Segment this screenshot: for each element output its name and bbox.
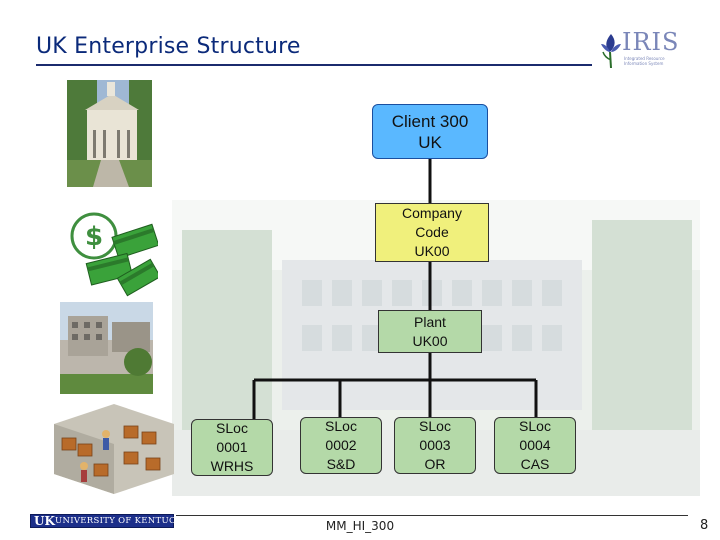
client-node-line1: Client 300 xyxy=(391,111,469,131)
storage-location-node-0002: SLoc 0002 S&D xyxy=(300,417,382,474)
sloc-node-line3: S&D xyxy=(326,456,356,472)
title-underline xyxy=(36,64,592,66)
building-photo xyxy=(67,80,152,187)
warehouse-icon xyxy=(54,404,174,494)
slide-title: UK Enterprise Structure xyxy=(36,34,301,59)
sloc-node-line2: 0002 xyxy=(325,437,357,453)
storage-location-node-0003: SLoc 0003 OR xyxy=(394,417,476,474)
company-node-line1: Company xyxy=(402,205,462,221)
iris-logo-subtitle: Integrated Resource Information System xyxy=(624,56,665,66)
client-node: Client 300 UK xyxy=(372,104,488,159)
sloc-node-line3: CAS xyxy=(520,456,550,472)
sloc-node-line2: 0001 xyxy=(216,439,248,455)
sloc-node-line3: WRHS xyxy=(210,458,254,474)
sloc-node-line3: OR xyxy=(424,456,446,472)
sloc-node-line2: 0004 xyxy=(519,437,551,453)
university-of-kentucky-logo: UK UNIVERSITY OF KENTUCKY xyxy=(30,514,188,528)
campus-building-photo xyxy=(60,302,153,394)
company-node-line2: Code xyxy=(415,224,449,240)
plant-node-line2: UK00 xyxy=(412,332,448,349)
iris-logo-word: IRIS xyxy=(622,28,680,56)
sloc-node-line1: SLoc xyxy=(325,418,357,434)
svg-text:$: $ xyxy=(85,222,103,252)
iris-flower-icon xyxy=(601,34,621,69)
storage-location-node-0004: SLoc 0004 CAS xyxy=(494,417,576,474)
storage-location-node-0001: SLoc 0001 WRHS xyxy=(191,419,273,476)
footer-divider xyxy=(176,515,688,516)
company-code-node: Company Code UK00 xyxy=(375,203,489,262)
uk-logo-name: UNIVERSITY OF KENTUCKY xyxy=(55,516,189,526)
plant-node: Plant UK00 xyxy=(378,310,482,353)
footer-course-code: MM_HI_300 xyxy=(325,519,395,533)
sloc-node-line2: 0003 xyxy=(419,437,451,453)
client-node-line2: UK xyxy=(418,132,442,152)
sloc-node-line1: SLoc xyxy=(216,420,248,436)
page-number: 8 xyxy=(700,518,709,533)
company-node-line3: UK00 xyxy=(414,243,450,259)
uk-logo-letters: UK xyxy=(34,514,55,528)
sloc-node-line1: SLoc xyxy=(419,418,451,434)
sloc-node-line1: SLoc xyxy=(519,418,551,434)
iris-logo: IRIS Integrated Resource Information Sys… xyxy=(598,28,678,72)
money-icon: $ xyxy=(70,212,158,297)
plant-node-line1: Plant xyxy=(414,313,446,330)
